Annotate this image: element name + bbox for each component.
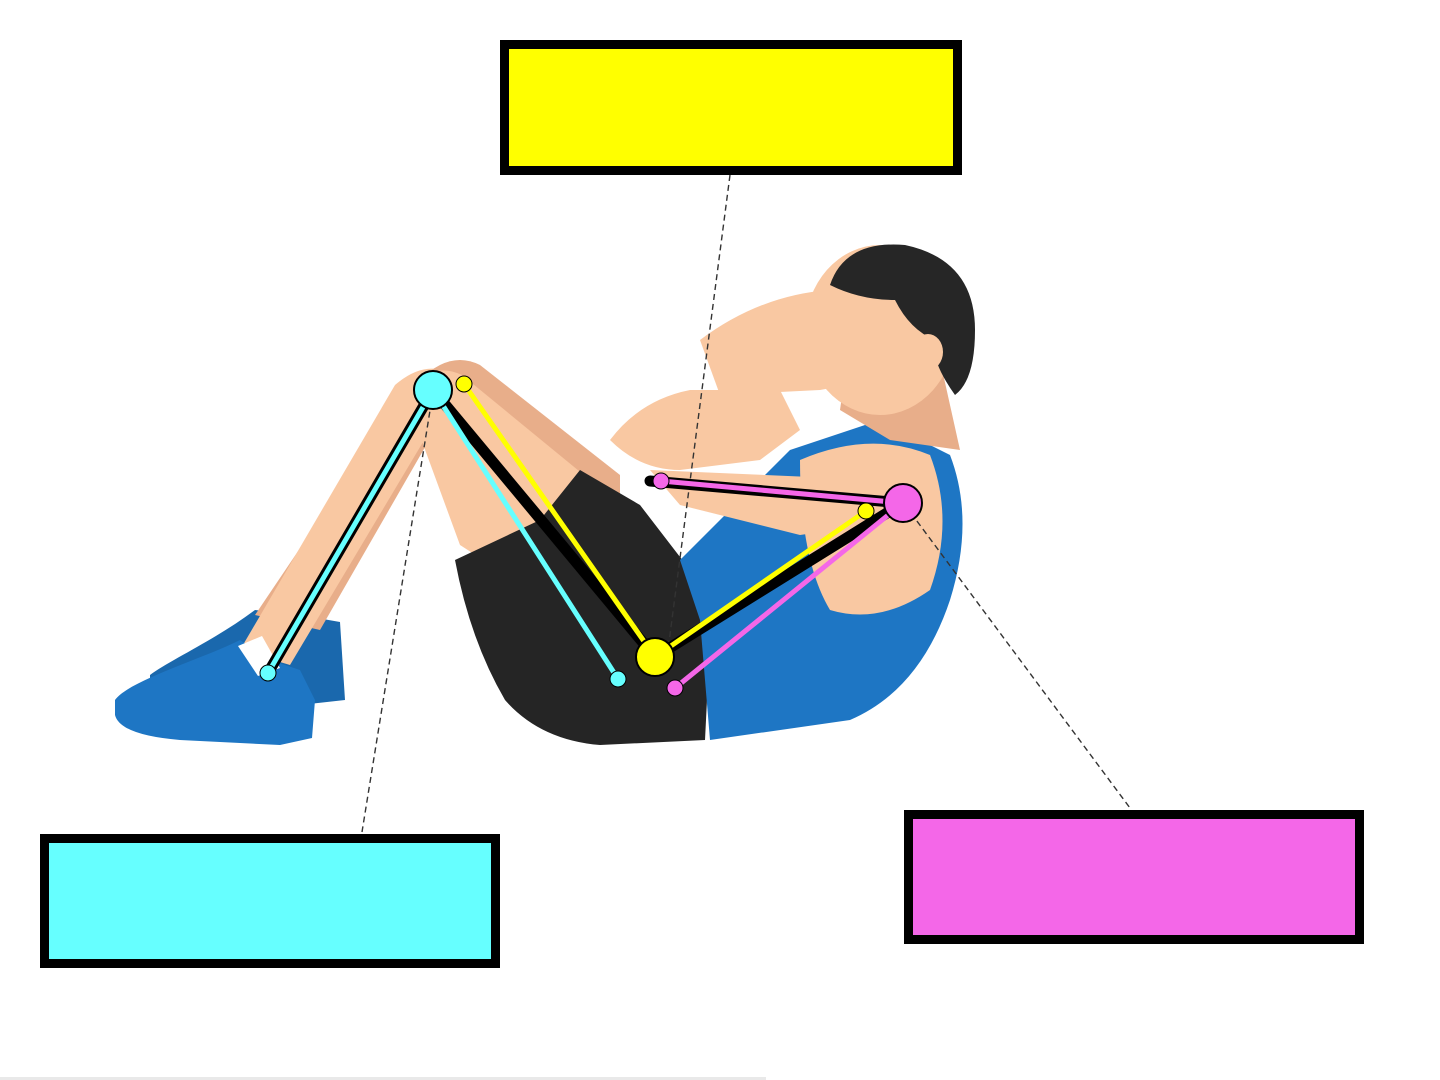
shoulder-leader-line — [904, 504, 1131, 809]
elbow-to-shoulder — [658, 478, 906, 506]
hip-arm-start-dot — [455, 375, 473, 393]
elbow-dot — [652, 472, 670, 490]
hip-joint — [635, 637, 675, 677]
shoulder-joint — [883, 483, 923, 523]
shoulder-label-box[interactable] — [904, 810, 1364, 944]
hip-label-text — [509, 49, 953, 166]
knee-segments — [265, 387, 621, 682]
knee-to-hip-cyan — [430, 387, 621, 682]
ear — [913, 334, 943, 370]
hand — [700, 290, 870, 395]
knee-arm-end-dot — [609, 670, 627, 688]
knee-label-box[interactable] — [40, 834, 500, 968]
shoulder-arm-end-dot — [666, 679, 684, 697]
forearm — [610, 390, 800, 470]
shorts — [455, 470, 710, 745]
bottom-divider — [0, 1077, 766, 1080]
leader-lines — [361, 174, 1131, 833]
ankle-to-knee — [265, 387, 436, 676]
hip-segments — [461, 381, 869, 660]
knee-leader-line — [361, 391, 434, 833]
hip-arm-end-dot — [857, 502, 875, 520]
knee-hip-outline — [427, 384, 661, 663]
shoulder-label-text — [913, 819, 1355, 935]
knee-joint — [413, 370, 453, 410]
hip-label-box[interactable] — [500, 40, 962, 175]
knee-to-hip — [461, 381, 658, 660]
shoulder-to-hip — [672, 500, 906, 691]
skeleton — [259, 370, 923, 697]
shoulder-segments — [658, 478, 906, 691]
knee-label-text — [49, 843, 491, 959]
ankle-dot — [259, 664, 277, 682]
hip-to-shoulder — [652, 508, 869, 660]
